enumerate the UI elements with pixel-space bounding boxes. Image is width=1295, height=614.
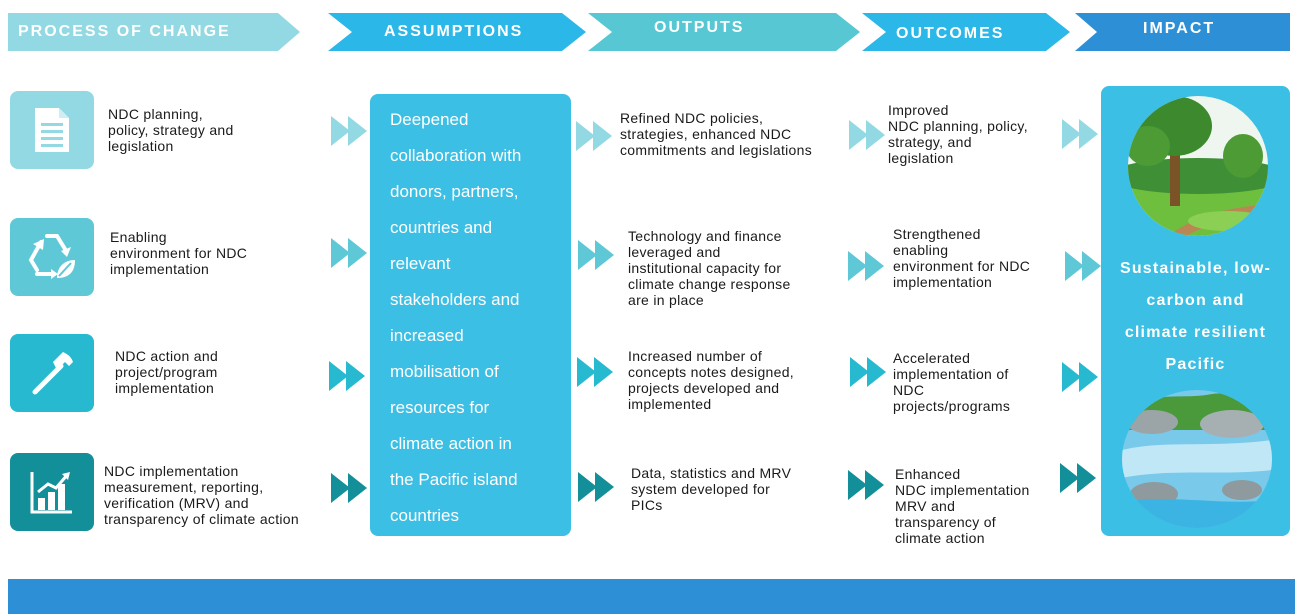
chevron-arrow-r1-c1 [331, 116, 367, 146]
row-3-output-text: Increased number of concepts notes desig… [628, 348, 794, 412]
chevron-arrow-r1-c3 [849, 120, 885, 150]
row-3-process-text: NDC action and project/program implement… [115, 348, 219, 396]
header-outcomes: OUTCOMES [862, 13, 1070, 51]
header-impact: IMPACT [1075, 13, 1290, 51]
header-outputs: OUTPUTS [588, 13, 860, 51]
assumptions-panel: Deepened collaboration with donors, part… [370, 94, 571, 536]
chevron-arrow-r2-c2 [578, 240, 614, 270]
row-4-output-text: Data, statistics and MRV system develope… [631, 465, 792, 513]
row-2-outcome-text: Strengthened enabling environment for ND… [893, 226, 1031, 290]
row-4-process-text: NDC implementation measurement, reportin… [104, 463, 299, 527]
row-icon-box-2 [10, 218, 94, 296]
row-1-output-text: Refined NDC policies, strategies, enhanc… [620, 110, 813, 158]
chevron-arrow-r4-c1 [331, 473, 367, 503]
chevron-arrow-r4-c3 [848, 470, 884, 500]
chevron-arrow-r2-c4 [1065, 251, 1101, 281]
bar-chart-icon [30, 472, 72, 514]
chevron-arrow-r1-c2 [576, 121, 612, 151]
impact-statement: Sustainable, low- carbon and climate res… [1119, 260, 1272, 373]
document-icon [35, 108, 69, 152]
chevron-arrow-r4-c4 [1060, 463, 1096, 493]
chevron-arrow-r4-c2 [578, 472, 614, 502]
header-process-of-change: PROCESS OF CHANGE [8, 13, 300, 51]
row-2-process-text: Enabling environment for NDC implementat… [110, 229, 248, 277]
hammer-icon [32, 352, 73, 395]
chevron-arrow-r1-c4 [1062, 119, 1098, 149]
chevron-arrow-r3-c1 [329, 361, 365, 391]
footer-band [8, 579, 1295, 614]
landscape-illustration-meadow [1128, 96, 1268, 236]
row-icon-box-3 [10, 334, 94, 412]
chevron-arrow-r3-c2 [577, 357, 613, 387]
header-assumptions: ASSUMPTIONS [328, 13, 586, 51]
row-icon-box-1 [10, 91, 94, 169]
chevron-arrow-r3-c3 [850, 357, 886, 387]
assumptions-text: Deepened collaboration with donors, part… [390, 110, 522, 525]
landscape-illustration-stream [1122, 390, 1272, 528]
row-1-process-text: NDC planning, policy, strategy and legis… [108, 106, 234, 154]
chevron-arrow-r2-c1 [331, 238, 367, 268]
row-2-output-text: Technology and finance leveraged and ins… [628, 228, 791, 308]
row-icon-box-4 [10, 453, 94, 531]
row-1-outcome-text: Improved NDC planning, policy, strategy,… [888, 102, 1028, 166]
row-4-outcome-text: Enhanced NDC implementation MRV and tran… [895, 466, 1030, 546]
chevron-arrow-r2-c3 [848, 251, 884, 281]
row-3-outcome-text: Accelerated implementation of NDC projec… [893, 350, 1011, 414]
chevron-arrow-r3-c4 [1062, 362, 1098, 392]
recycle-leaf-icon [28, 234, 75, 279]
